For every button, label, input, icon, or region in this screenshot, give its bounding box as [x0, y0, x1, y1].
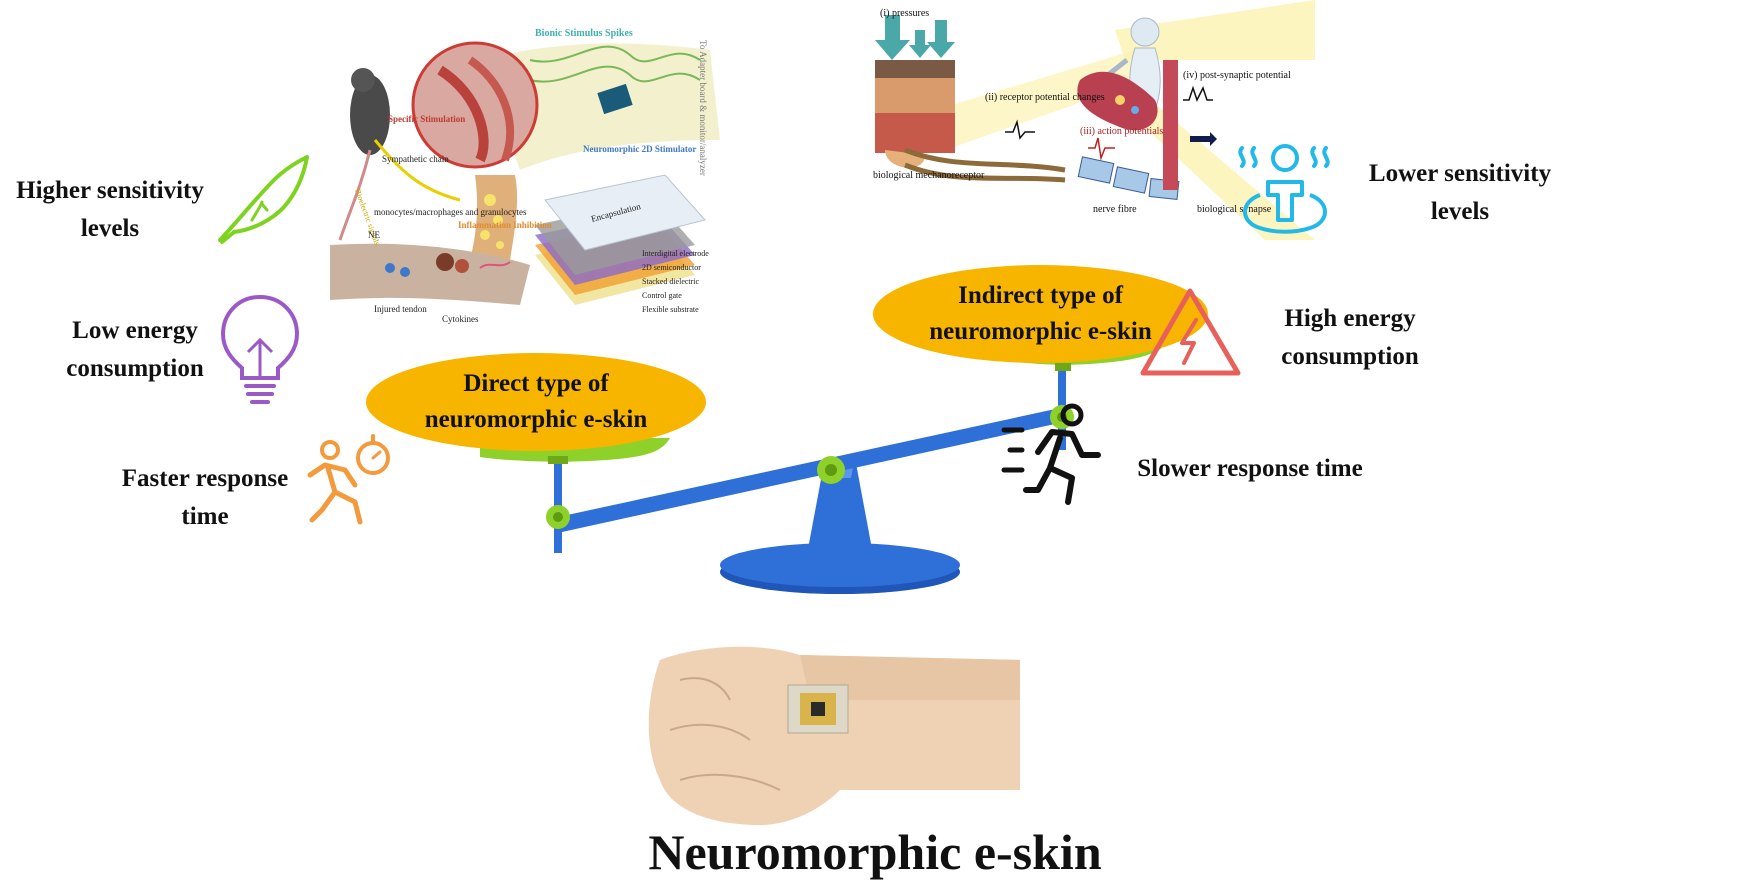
label-cytokines: Cytokines	[442, 314, 479, 324]
label-pressures: (i) pressures	[880, 8, 929, 19]
label-ne: NE	[368, 230, 380, 240]
main-title: Neuromorphic e-skin	[648, 824, 1102, 880]
lower-sensitivity-label: Lower sensitivity levels	[1368, 160, 1552, 225]
direct-type-oval: Direct type of neuromorphic e-skin	[366, 353, 706, 451]
label-control-gate: Control gate	[642, 291, 682, 300]
label-action: (iii) action potentials	[1080, 126, 1163, 137]
label-adapter: To Adapter board & monitor/analyzer	[698, 40, 708, 176]
slower-response-label: Slower response time	[1137, 455, 1363, 482]
label-neuromorphic-stim: Neuromorphic 2D Stimulator	[583, 144, 696, 154]
heat-sensing-person-icon	[1238, 144, 1330, 234]
scale-beam	[558, 408, 1064, 532]
direct-type-label: Direct type of neuromorphic e-skin	[424, 370, 648, 433]
label-semiconductor: 2D semiconductor	[642, 263, 701, 272]
faster-response-label: Faster response time	[121, 465, 289, 530]
feather-icon	[218, 155, 309, 244]
label-interdigital: Interdigital electrode	[642, 249, 709, 258]
lightbulb-icon	[220, 294, 300, 404]
higher-sensitivity-label: Higher sensitivity levels	[16, 177, 204, 242]
warning-energy-icon	[1140, 288, 1241, 376]
indirect-type-oval: Indirect type of neuromorphic e-skin	[873, 265, 1208, 363]
indirect-type-illustration: (i) pressures (ii) receptor potential ch…	[865, 0, 1315, 240]
high-energy-label: High energy consumption	[1281, 305, 1419, 370]
indirect-type-label: Indirect type of neuromorphic e-skin	[929, 282, 1152, 345]
low-energy-label: Low energy consumption	[66, 317, 204, 382]
label-flexible: Flexible substrate	[642, 305, 699, 314]
wrist-with-sensor	[648, 646, 1020, 825]
label-receptor: (ii) receptor potential changes	[985, 92, 1105, 103]
direct-type-illustration: Bionic Stimulus Spikes To Adapter board …	[330, 0, 770, 350]
label-specific: Specific Stimulation	[388, 114, 465, 124]
label-inflammation: Inflammation Inhibition	[458, 220, 552, 230]
label-synapse: biological synapse	[1197, 204, 1272, 215]
label-sympathetic: Sympathetic chain	[382, 154, 449, 164]
label-bionic: Bionic Stimulus Spikes	[535, 28, 633, 39]
balance-scale	[480, 360, 1118, 594]
label-tendon: Injured tendon	[374, 304, 427, 314]
running-person-icon	[1001, 403, 1101, 505]
running-timer-icon	[307, 434, 390, 525]
label-mechano: biological mechanoreceptor	[873, 170, 985, 181]
label-postsyn: (iv) post-synaptic potential	[1183, 70, 1291, 81]
label-dielectric: Stacked dielectric	[642, 277, 700, 286]
label-nerve: nerve fibre	[1093, 204, 1137, 215]
scale-column	[805, 458, 875, 565]
label-monocytes: monocytes/macrophages and granulocytes	[374, 207, 527, 217]
